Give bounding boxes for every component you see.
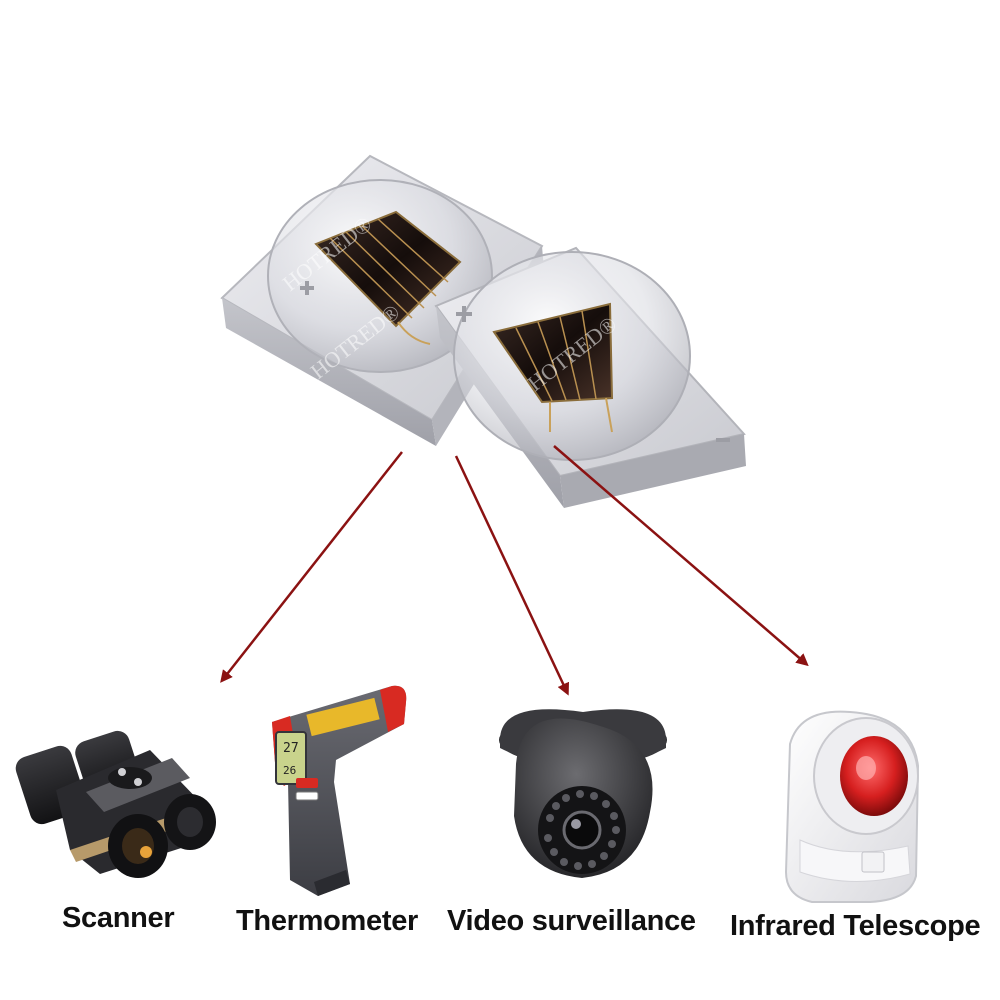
- dome-camera-image: [499, 709, 667, 878]
- svg-text:26: 26: [283, 764, 296, 777]
- barcode-scanner-image: [784, 710, 920, 903]
- label-infrared-telescope: Infrared Telescope: [730, 910, 981, 942]
- svg-text:27: 27: [283, 741, 299, 756]
- arrows: [220, 445, 809, 696]
- label-scanner: Scanner: [62, 902, 175, 934]
- label-thermometer: Thermometer: [236, 905, 419, 937]
- label-video-surveillance: Video surveillance: [447, 905, 696, 937]
- arrow-to-telescope: [553, 445, 809, 667]
- arrow-to-scanner: [220, 451, 403, 683]
- thermometer-gun-image: 27 26: [272, 685, 407, 896]
- binoculars-image: [15, 730, 216, 878]
- infrared-led-front: [434, 246, 746, 508]
- arrow-to-video: [454, 455, 569, 696]
